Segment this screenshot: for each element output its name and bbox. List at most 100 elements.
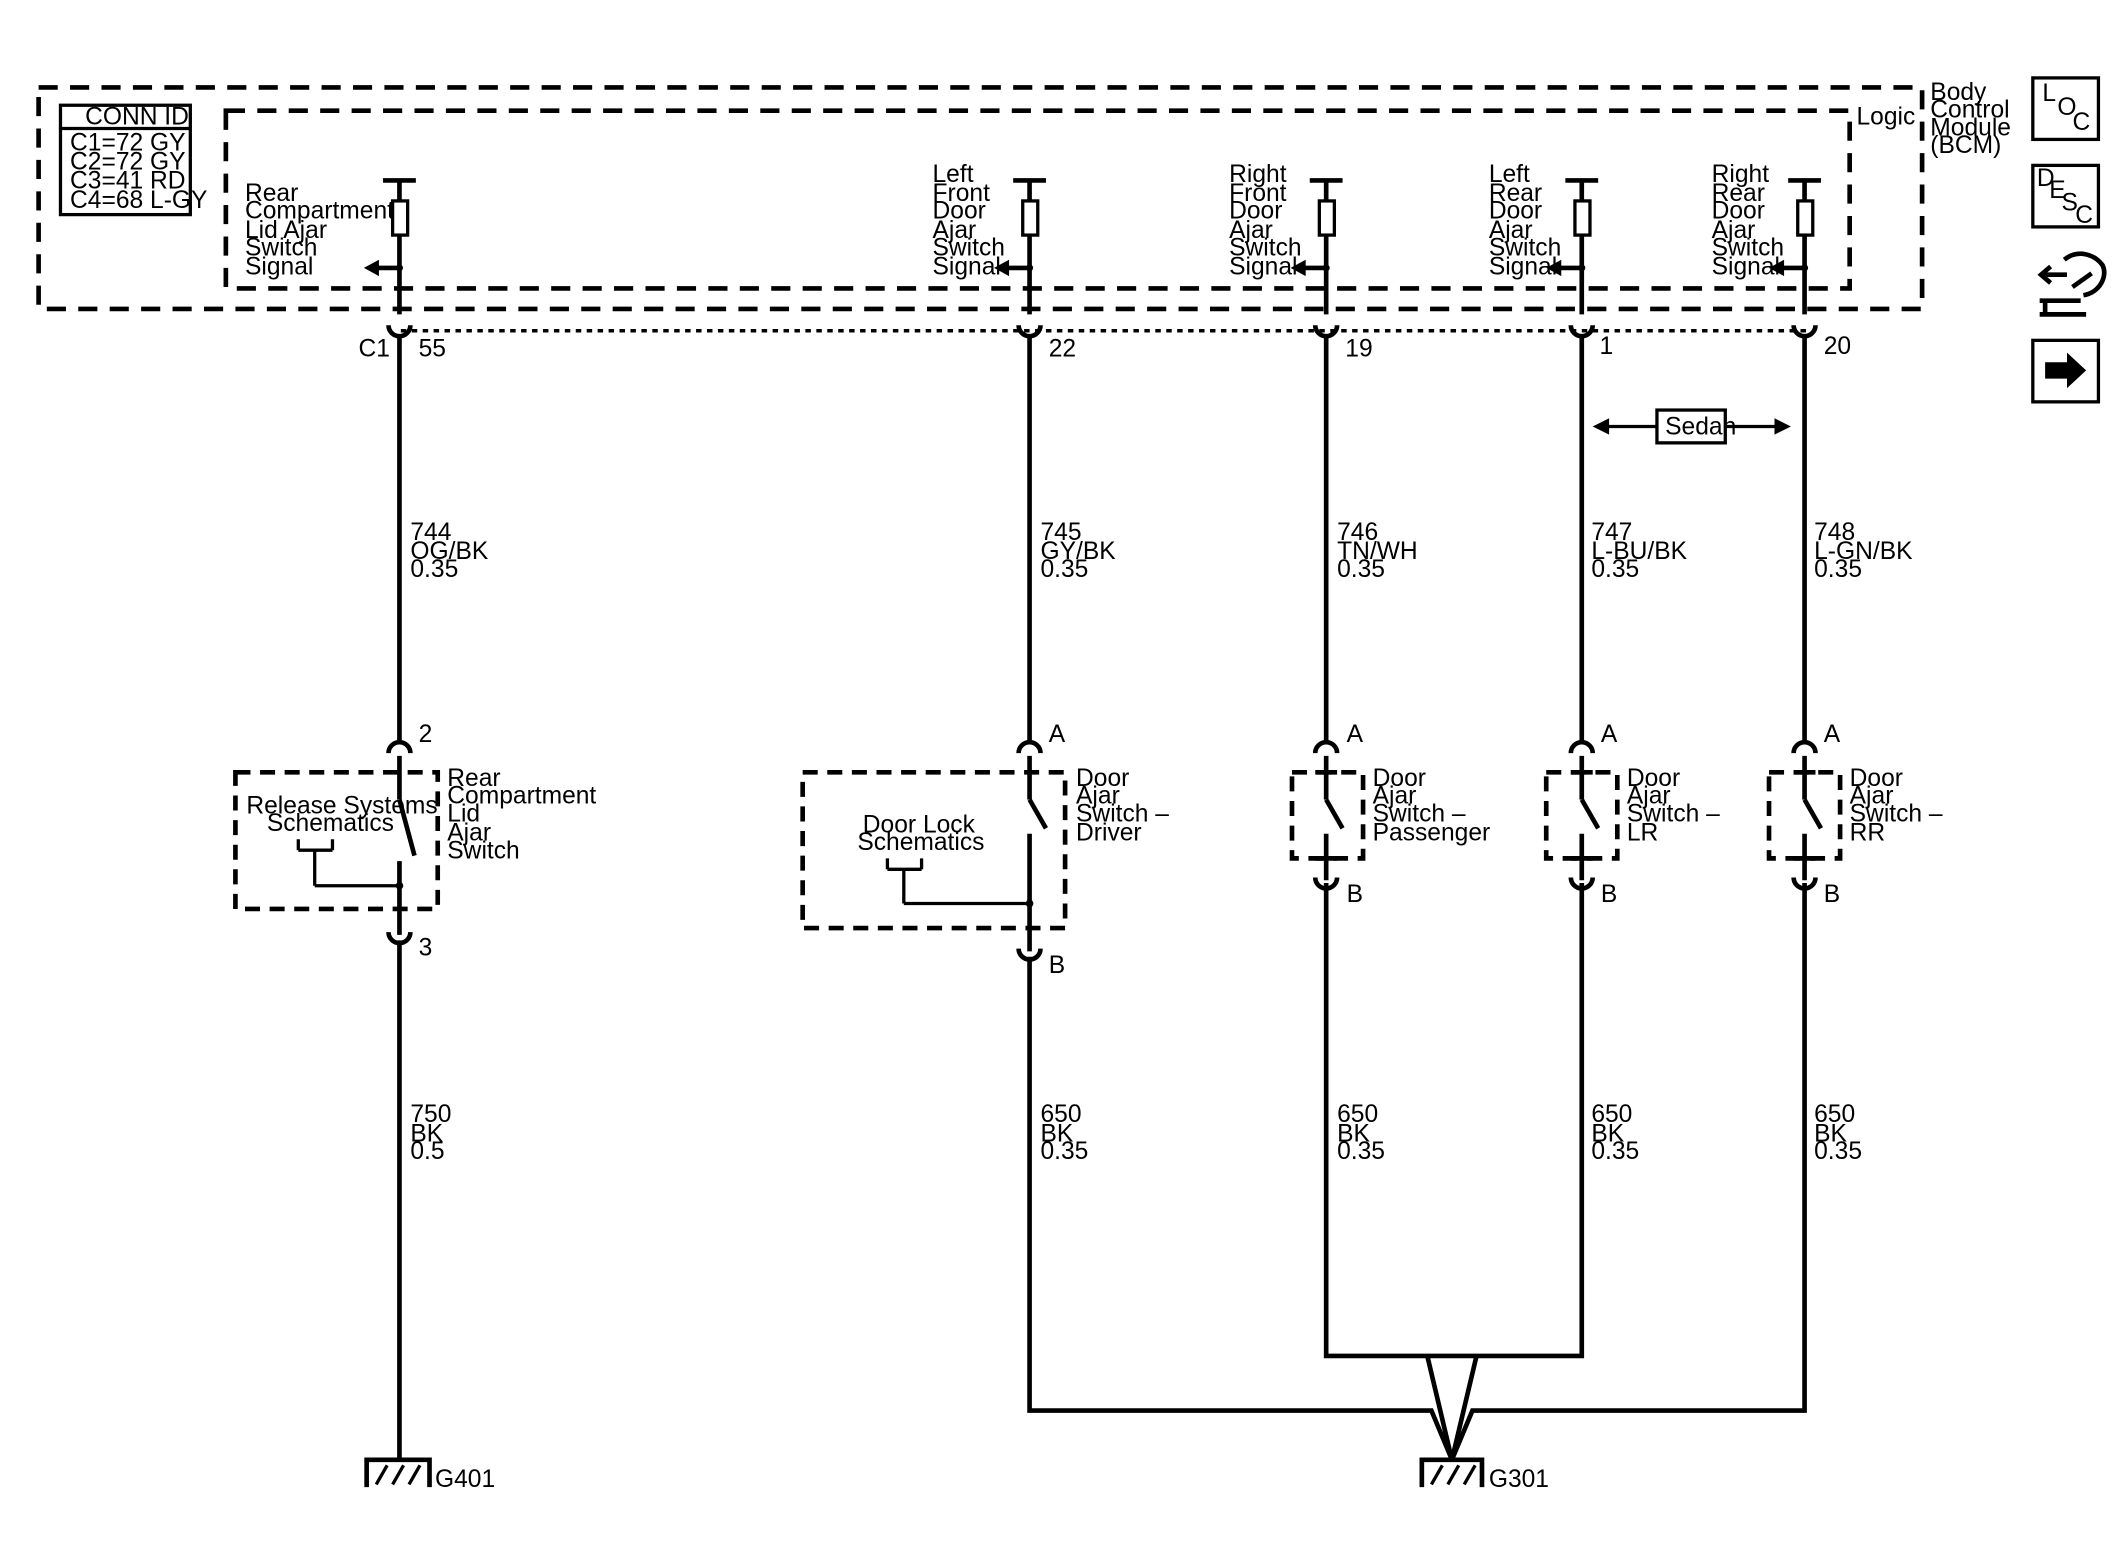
wire-745-color: GY/BK (1040, 538, 1116, 565)
wire-650c-color: BK (1591, 1120, 1624, 1147)
lower-wires (397, 882, 1807, 1461)
switch-4-top-pin: A (1601, 721, 1618, 748)
signal-4-line-3: Door (1489, 198, 1542, 225)
signal-1-line-3: Lid Ajar (245, 217, 327, 244)
conn-id-entry-3: C3=41 RD (70, 168, 186, 195)
pin-19: 19 (1345, 336, 1372, 363)
rear-compartment-lid-ajar-switch: 2 3 Release Systems Schematics Rear Comp… (233, 721, 596, 961)
loc-letter-o: O (2057, 94, 2076, 121)
wire-744-gauge: 0.35 (410, 556, 458, 583)
signal-5-line-6: Signal (1712, 254, 1780, 281)
ground-label-g301: G301 (1489, 1466, 1549, 1493)
pin-55: 55 (419, 336, 446, 363)
signal-4-line-6: Signal (1489, 254, 1557, 281)
wire-745-gauge: 0.35 (1040, 556, 1088, 583)
switch-3-name-1: Door (1373, 765, 1426, 792)
bcm-terminals: 55 22 19 1 20 (386, 325, 1851, 363)
door-ajar-switch-driver: A B Door Lock Schematics Door Ajar Switc… (800, 721, 1169, 979)
switch-3-top-pin: A (1347, 721, 1364, 748)
bcm-name-3: Module (1930, 114, 2011, 141)
wire-746-gauge: 0.35 (1337, 556, 1385, 583)
wire-747-gauge: 0.35 (1591, 556, 1639, 583)
wire-744-circuit: 744 (410, 519, 451, 546)
connector-label-c1: C1 (358, 336, 389, 363)
switch-5-top-pin: A (1824, 721, 1841, 748)
ground-g301: G301 (1419, 1457, 1549, 1493)
conn-id-box: CONN ID C1=72 GY C2=72 GY C3=41 RD C4=68… (58, 103, 207, 217)
next-arrow-icon[interactable] (2031, 338, 2101, 404)
switch-3-name-3: Switch – (1373, 800, 1466, 827)
signal-left-front-door: Left Front Door Ajar Switch Signal (933, 161, 1046, 315)
switch-5-name-1: Door (1850, 765, 1903, 792)
switch-2-name-3: Switch – (1076, 800, 1169, 827)
wire-650b-gauge: 0.35 (1337, 1138, 1385, 1165)
signal-rear-compartment: Rear Compartment Lid Ajar Switch Signal (245, 178, 416, 315)
wire-650a-color: BK (1040, 1120, 1073, 1147)
signal-5-line-4: Ajar (1712, 217, 1756, 244)
switch-4-name-3: Switch – (1627, 800, 1720, 827)
wire-650d-circuit: 650 (1814, 1101, 1855, 1128)
signal-4-line-1: Left (1489, 161, 1530, 188)
signal-left-rear-door: Left Rear Door Ajar Switch Signal (1489, 161, 1599, 315)
pin-20: 20 (1824, 333, 1851, 360)
desc-letter-c: C (2075, 202, 2093, 229)
bcm-module: Logic Body Control Module (BCM) (36, 79, 2011, 312)
switch-1-name-1: Rear (447, 765, 500, 792)
upper-wire-labels: 744 OG/BK 0.35 745 GY/BK 0.35 746 TN/WH … (410, 519, 1913, 583)
connector-hand-icon[interactable] (2037, 251, 2107, 317)
loc-icon[interactable]: L O C (2031, 76, 2101, 142)
wire-650d-color: BK (1814, 1120, 1847, 1147)
switch-4-name-4: LR (1627, 820, 1658, 847)
wire-650c-gauge: 0.35 (1591, 1138, 1639, 1165)
switch-2-bottom-pin: B (1049, 952, 1065, 979)
conn-id-entry-1: C1=72 GY (70, 129, 186, 156)
desc-letter-e: E (2049, 177, 2065, 204)
bcm-name-2: Control (1930, 97, 2009, 124)
signal-5-line-3: Door (1712, 198, 1765, 225)
loc-letter-l: L (2042, 80, 2056, 107)
switch-5-name-4: RR (1850, 820, 1886, 847)
signal-2-line-6: Signal (933, 254, 1001, 281)
signal-3-line-3: Door (1229, 198, 1282, 225)
switch-5-bottom-pin: B (1824, 881, 1840, 908)
signal-2-line-2: Front (933, 180, 991, 207)
signal-2-line-4: Ajar (933, 217, 977, 244)
switch-1-name-3: Lid (447, 800, 480, 827)
switch-1-bottom-pin: 3 (419, 934, 433, 961)
ground-label-g401: G401 (435, 1466, 495, 1493)
signal-2-line-3: Door (933, 198, 986, 225)
signal-right-rear-door: Right Rear Door Ajar Switch Signal (1712, 161, 1821, 315)
signal-3-line-2: Front (1229, 180, 1287, 207)
signal-1-line-4: Switch (245, 235, 317, 262)
wire-750-gauge: 0.5 (410, 1138, 444, 1165)
switch-4-name-2: Ajar (1627, 783, 1671, 810)
lower-wire-labels: 750 BK 0.5 650 BK 0.35 650 BK 0.35 650 B… (410, 1101, 1862, 1165)
switch-2-name-2: Ajar (1076, 783, 1120, 810)
switch-2-top-pin: A (1049, 721, 1066, 748)
wire-650b-color: BK (1337, 1120, 1370, 1147)
wire-750-color: BK (410, 1120, 443, 1147)
wire-750-circuit: 750 (410, 1101, 451, 1128)
wire-747-color: L-BU/BK (1591, 538, 1687, 565)
bcm-name-4: (BCM) (1930, 132, 2001, 159)
signal-1-line-5: Signal (245, 254, 313, 281)
signal-4-line-5: Switch (1489, 235, 1561, 262)
switch-1-name-2: Compartment (447, 783, 596, 810)
signal-right-front-door: Right Front Door Ajar Switch Signal (1229, 161, 1343, 315)
wire-650d-gauge: 0.35 (1814, 1138, 1862, 1165)
signal-3-line-1: Right (1229, 161, 1287, 188)
switch-2-name-1: Door (1076, 765, 1129, 792)
bcm-name-1: Body (1930, 79, 1987, 106)
sidebar-nav: L O C D E S C (2031, 76, 2107, 404)
conn-id-entry-2: C2=72 GY (70, 148, 186, 175)
signal-4-line-4: Ajar (1489, 217, 1533, 244)
desc-icon[interactable]: D E S C (2031, 163, 2101, 229)
upper-wires (397, 336, 1807, 741)
conn-id-title: CONN ID (85, 103, 189, 130)
signal-5-line-1: Right (1712, 161, 1770, 188)
wire-650a-circuit: 650 (1040, 1101, 1081, 1128)
pin-22: 22 (1049, 336, 1076, 363)
signal-1-line-1: Rear (245, 180, 298, 207)
signal-5-line-2: Rear (1712, 180, 1765, 207)
